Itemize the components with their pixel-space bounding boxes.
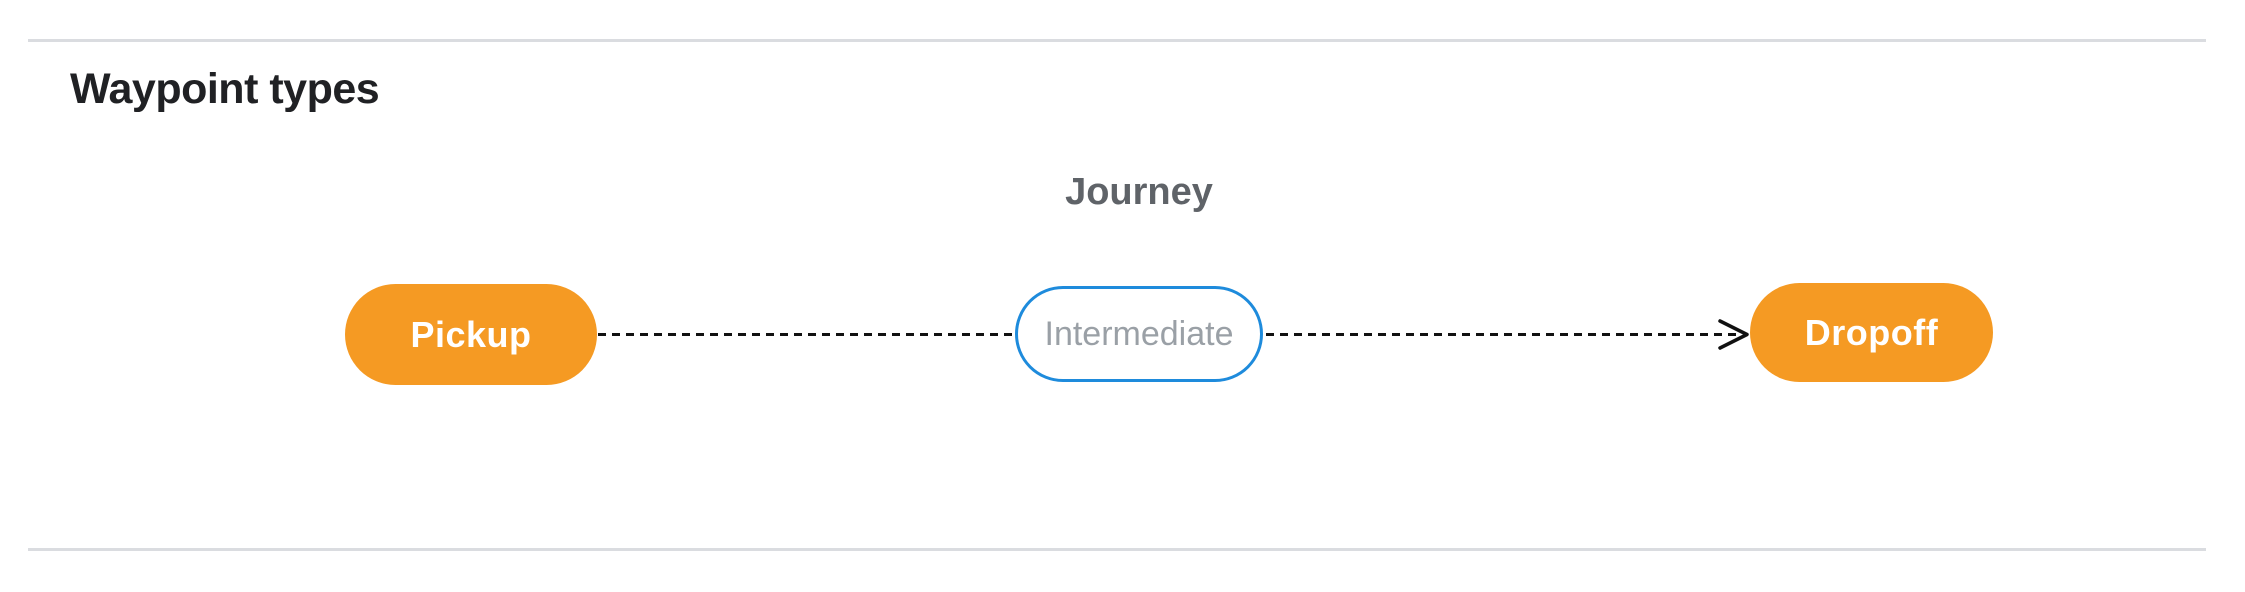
- node-dropoff: Dropoff: [1750, 283, 1993, 382]
- top-divider: [28, 39, 2206, 42]
- bottom-divider: [28, 548, 2206, 551]
- node-intermediate: Intermediate: [1015, 286, 1263, 382]
- node-dropoff-label: Dropoff: [1804, 311, 1939, 353]
- arrowhead-icon: [1718, 319, 1749, 350]
- journey-group-label: Journey: [1065, 171, 1213, 213]
- node-intermediate-label: Intermediate: [1044, 314, 1234, 353]
- section-title: Waypoint types: [70, 65, 380, 113]
- node-pickup: Pickup: [345, 284, 597, 385]
- node-pickup-label: Pickup: [410, 313, 532, 355]
